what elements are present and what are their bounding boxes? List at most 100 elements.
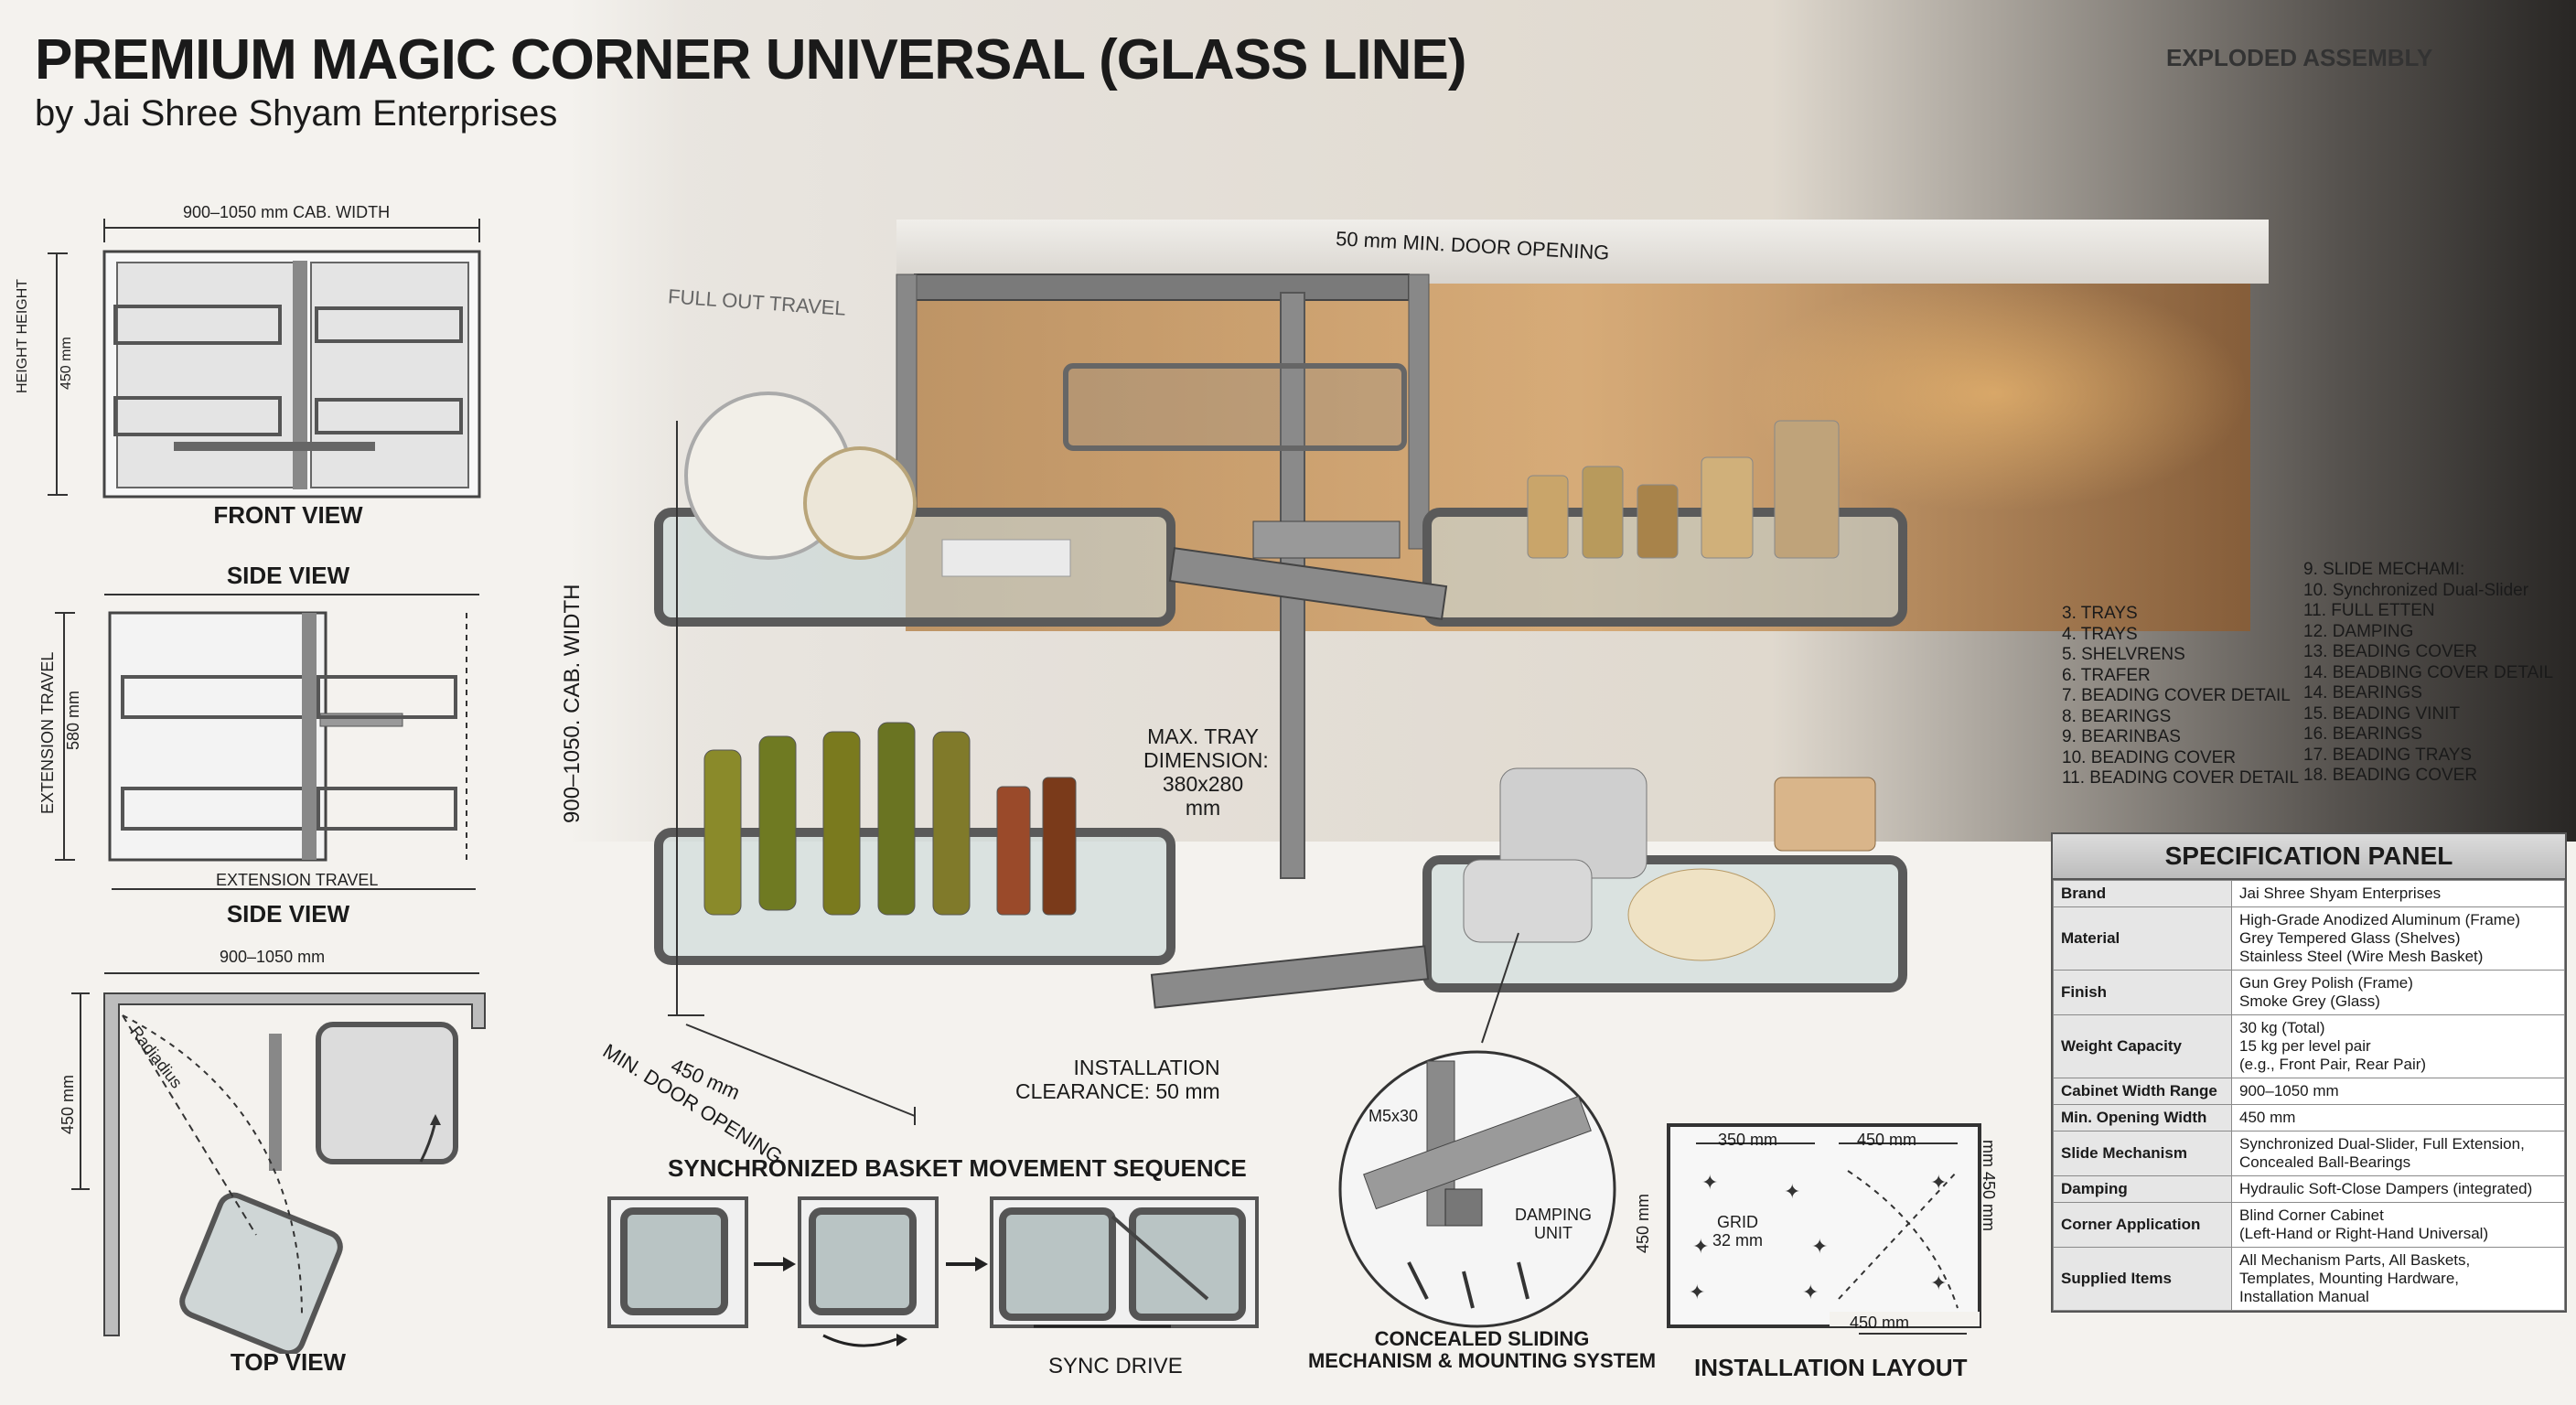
- parts-item: 13. BEADING COVER: [2303, 642, 2478, 661]
- parts-item: 18. BEADING COVER: [2303, 766, 2478, 785]
- front-height-dim-1: HEIGHT HEIGHT: [15, 278, 30, 393]
- sequence-label: SYNCHRONIZED BASKET MOVEMENT SEQUENCE: [668, 1154, 1247, 1182]
- parts-item: 15. BEADING VINIT: [2303, 703, 2461, 724]
- top-depth-dim: 450 mm: [59, 1074, 77, 1134]
- damping-line-2: UNIT: [1534, 1224, 1572, 1242]
- parts-item: 3. TRAYS: [2062, 604, 2138, 623]
- side-view-label-bottom: SIDE VIEW: [226, 900, 350, 928]
- spec-value: 30 kg (Total)15 kg per level pair(e.g., …: [2231, 1014, 2565, 1078]
- side-travel-dim-1: EXTENSION TRAVEL: [38, 651, 57, 814]
- mechanism-detail: [1338, 1050, 1616, 1328]
- spec-value-line: 450 mm: [2239, 1109, 2296, 1126]
- spec-value: Hydraulic Soft-Close Dampers (integrated…: [2231, 1175, 2565, 1203]
- svg-text:✦: ✦: [1930, 1271, 1947, 1294]
- svg-text:✦: ✦: [1701, 1171, 1718, 1194]
- page-title: PREMIUM MAGIC CORNER UNIVERSAL (GLASS LI…: [35, 28, 1466, 91]
- parts-item: 9. BEARINBAS: [2062, 727, 2181, 746]
- sequence-diagram: [607, 1196, 1259, 1347]
- parts-item: 9. SLIDE MECHAMI:: [2303, 560, 2465, 579]
- spec-key: Finish: [2053, 970, 2232, 1015]
- spec-title: SPECIFICATION PANEL: [2053, 834, 2565, 880]
- side-travel-dim-2: 580 mm: [64, 690, 82, 750]
- exploded-assembly-label: EXPLODED ASSEMBLY: [2166, 44, 2433, 71]
- max-tray-line-3: 380x280 mm: [1162, 772, 1244, 820]
- damping-unit-label: DAMPING UNIT: [1515, 1206, 1592, 1242]
- layout-dim-1: 350 mm: [1718, 1131, 1778, 1149]
- svg-text:✦: ✦: [1930, 1171, 1947, 1194]
- install-line-1: INSTALLATION: [1073, 1056, 1220, 1079]
- spec-value: High-Grade Anodized Aluminum (Frame)Grey…: [2231, 906, 2565, 971]
- spec-key: Slide Mechanism: [2053, 1131, 2232, 1176]
- front-width-dim: 900–1050 mm CAB. WIDTH: [183, 203, 391, 221]
- installation-layout-drawing: ✦✦ ✦✦ ✦✦ ✦✦: [1667, 1123, 1981, 1335]
- parts-item: 14. BEADBING COVER DETAIL: [2303, 662, 2554, 682]
- spec-value-line: All Mechanism Parts, All Baskets,: [2239, 1251, 2471, 1269]
- spec-value: 900–1050 mm: [2231, 1078, 2565, 1105]
- spec-key: Corner Application: [2053, 1202, 2232, 1248]
- marble-countertop: [896, 220, 2269, 284]
- install-line-2: CLEARANCE: 50 mm: [1015, 1079, 1220, 1103]
- front-height-dim-2: 450 mm: [59, 337, 74, 390]
- parts-item: 12. DAMPING: [2303, 621, 2414, 641]
- spec-value: Gun Grey Polish (Frame)Smoke Grey (Glass…: [2231, 970, 2565, 1015]
- spec-value: All Mechanism Parts, All Baskets,Templat…: [2231, 1247, 2565, 1311]
- spec-value-line: (Left-Hand or Right-Hand Universal): [2239, 1225, 2489, 1242]
- screw-label: M5x30: [1368, 1107, 1419, 1125]
- top-width-dim: 900–1050 mm: [220, 948, 326, 966]
- parts-item: 6. TRAFER: [2062, 665, 2151, 685]
- sync-drive-label: SYNC DRIVE: [1048, 1354, 1183, 1378]
- spec-key: Weight Capacity: [2053, 1014, 2232, 1078]
- parts-item: 16. BEARINGS: [2303, 724, 2422, 744]
- spec-value: Blind Corner Cabinet(Left-Hand or Right-…: [2231, 1202, 2565, 1248]
- parts-col-1: 3. TRAYS 4. TRAYS 5. SHELVRENS 6. TRAFER…: [2062, 604, 2299, 789]
- spec-value-line: Hydraulic Soft-Close Dampers (integrated…: [2239, 1180, 2533, 1197]
- mechanism-label: CONCEALED SLIDING MECHANISM & MOUNTING S…: [1299, 1328, 1665, 1372]
- max-tray-dim: MAX. TRAY DIMENSION: 380x280 mm: [1143, 724, 1269, 820]
- damping-line-1: DAMPING: [1515, 1206, 1593, 1224]
- parts-item: 17. BEADING TRAYS: [2303, 745, 2473, 765]
- layout-dim-3: 450 mm: [1850, 1314, 1910, 1332]
- max-tray-line-2: DIMENSION:: [1143, 748, 1269, 772]
- mechanism-line-2: MECHANISM & MOUNTING SYSTEM: [1307, 1349, 1657, 1372]
- spec-value-line: 900–1050 mm: [2239, 1082, 2339, 1099]
- table-row: Min. Opening Width 450 mm: [2053, 1104, 2565, 1132]
- parts-item: 10. Synchronized Dual-Slider: [2303, 580, 2529, 600]
- side-travel-bottom: EXTENSION TRAVEL: [216, 871, 379, 889]
- layout-side-2: mm 450 mm: [1980, 1140, 1998, 1232]
- max-tray-line-1: MAX. TRAY: [1147, 724, 1259, 748]
- spec-value: Synchronized Dual-Slider, Full Extension…: [2231, 1131, 2565, 1176]
- spec-value-line: Concealed Ball-Bearings: [2239, 1153, 2411, 1171]
- front-view-label: FRONT VIEW: [213, 501, 363, 529]
- spec-value-line: (e.g., Front Pair, Rear Pair): [2239, 1056, 2427, 1073]
- svg-text:✦: ✦: [1811, 1235, 1828, 1258]
- spec-value-line: Gun Grey Polish (Frame): [2239, 974, 2413, 992]
- side-view-drawing: [55, 594, 479, 890]
- spec-value-line: Templates, Mounting Hardware,: [2239, 1270, 2460, 1287]
- svg-text:✦: ✦: [1692, 1235, 1709, 1258]
- parts-item: 7. BEADING COVER DETAIL: [2062, 686, 2291, 705]
- spec-value: Jai Shree Shyam Enterprises: [2231, 880, 2565, 907]
- top-view-label: TOP VIEW: [230, 1348, 347, 1376]
- layout-dim-2: 450 mm: [1857, 1131, 1917, 1149]
- spec-value-line: High-Grade Anodized Aluminum (Frame): [2239, 911, 2521, 928]
- parts-col-2: 9. SLIDE MECHAMI: 10. Synchronized Dual-…: [2303, 560, 2553, 787]
- exploded-assembly-illustration: [654, 273, 1907, 1125]
- top-view-drawing: [71, 972, 486, 1354]
- parts-item: 11. FULL ETTEN: [2303, 601, 2435, 620]
- layout-grid: GRID 32 mm: [1712, 1213, 1763, 1249]
- spec-value-line: Jai Shree Shyam Enterprises: [2239, 885, 2442, 902]
- spec-value-line: Installation Manual: [2239, 1288, 2369, 1305]
- parts-item: 11. BEADING COVER DETAIL: [2062, 768, 2300, 788]
- spec-key: Min. Opening Width: [2053, 1104, 2232, 1132]
- spec-value-line: Grey Tempered Glass (Shelves): [2239, 929, 2461, 947]
- side-view-label-top: SIDE VIEW: [226, 562, 350, 589]
